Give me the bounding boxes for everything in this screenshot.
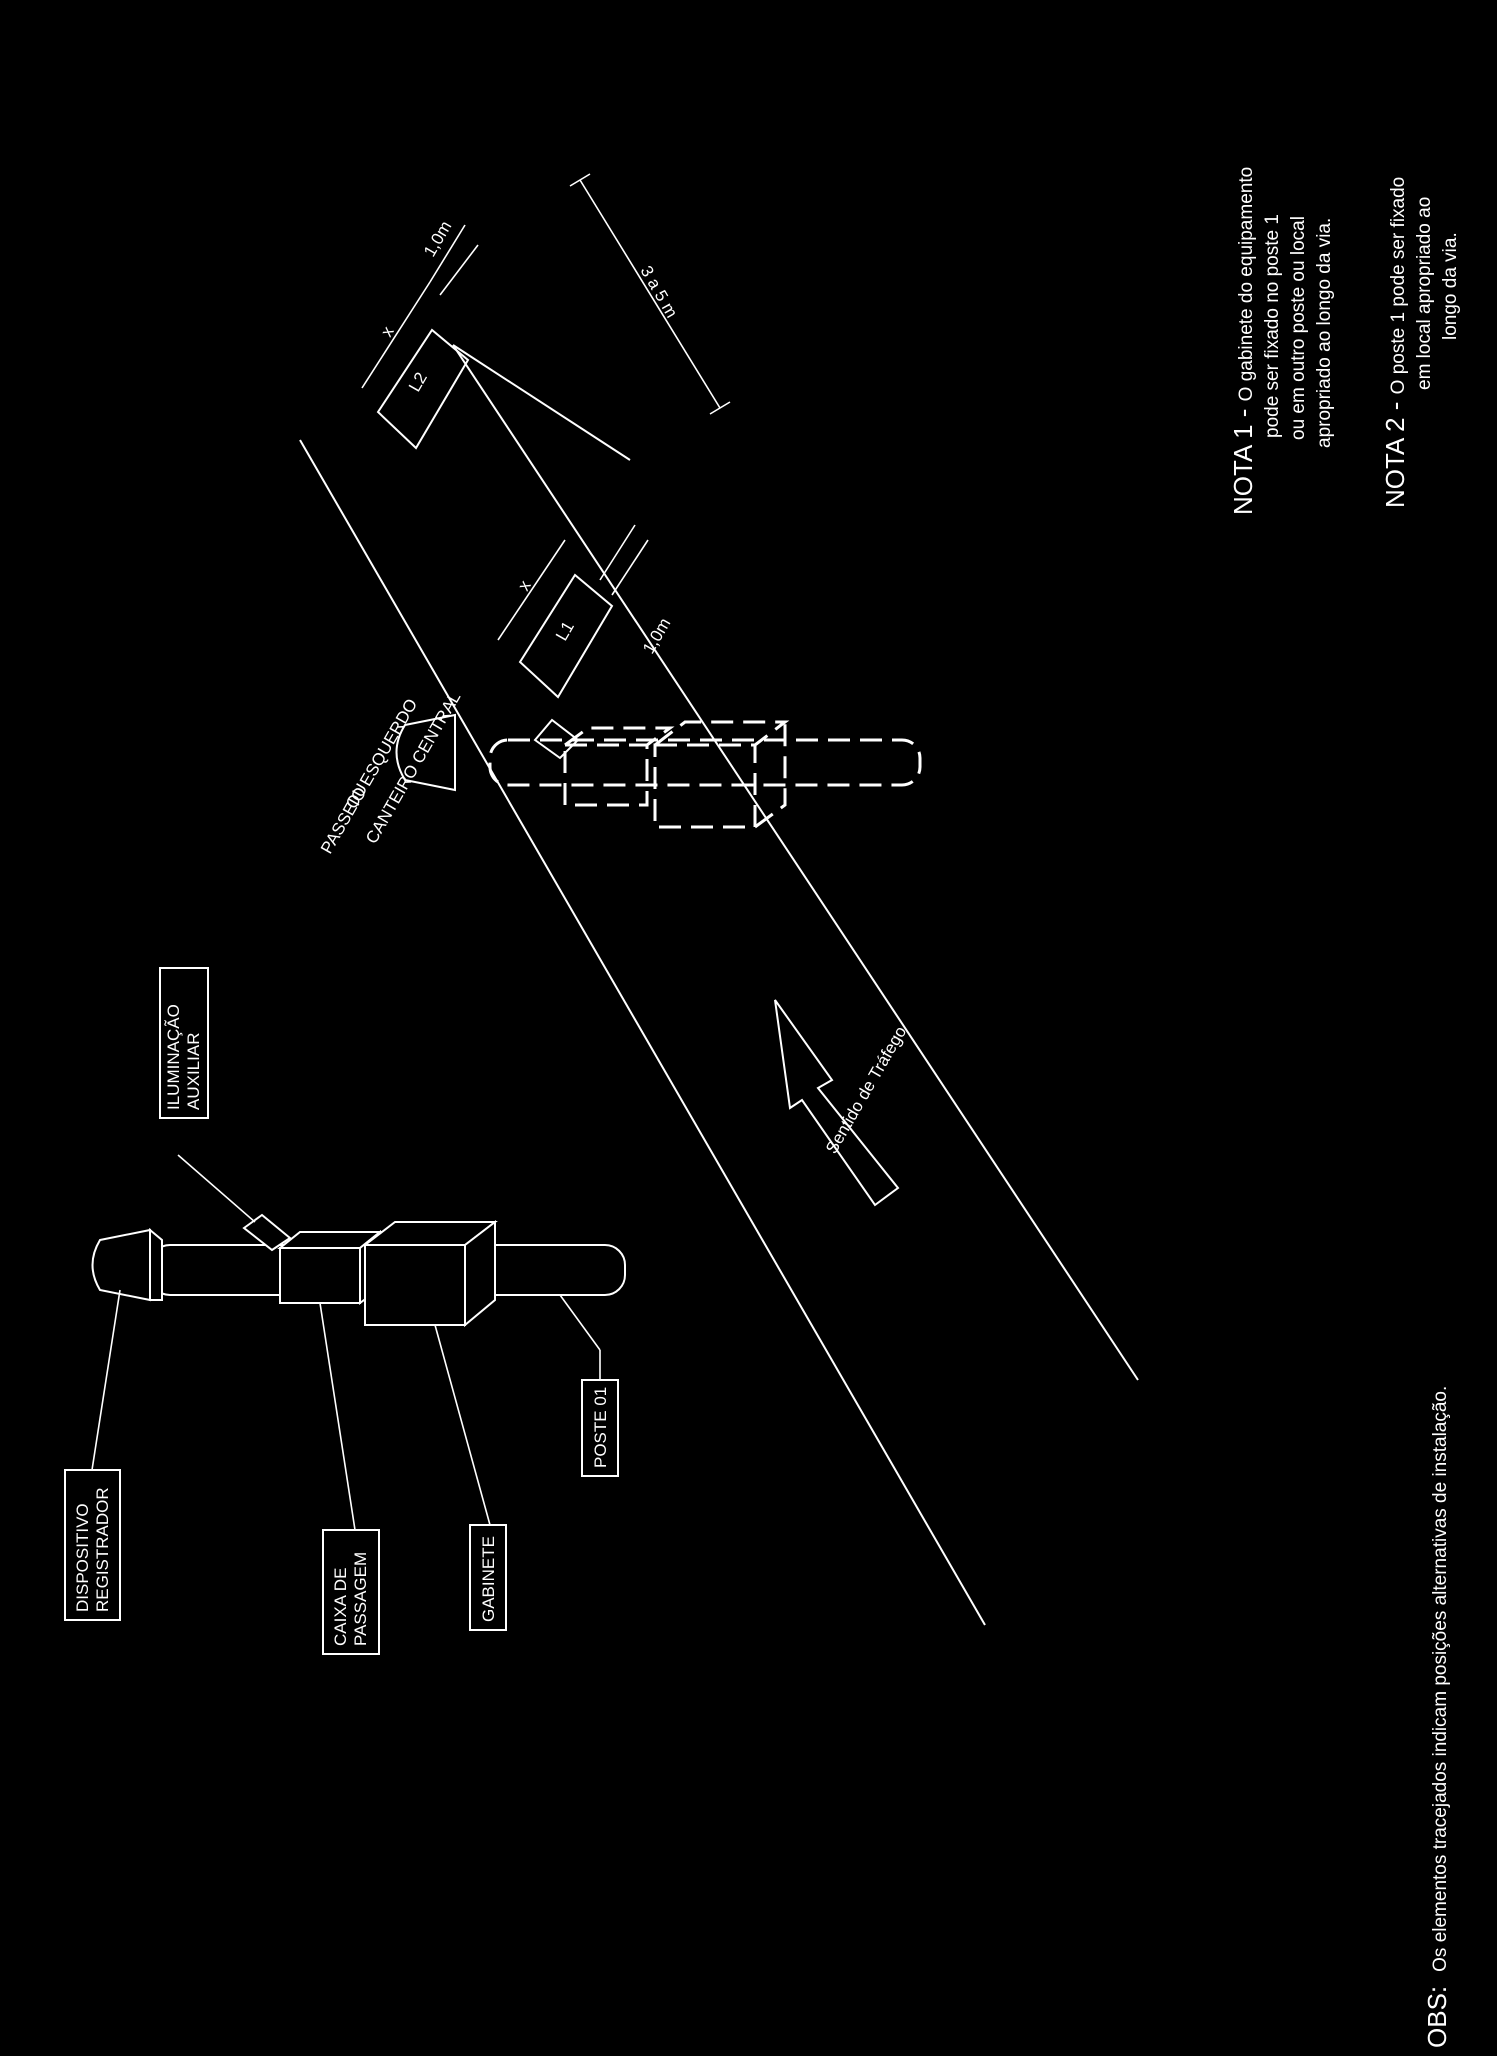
nota-1-line4: apropriado ao longo da via.	[1314, 218, 1335, 448]
nota-1-line3: ou em outro poste ou local	[1288, 216, 1309, 440]
traffic-arrow-icon	[774, 999, 900, 1207]
label-gabinete: GABINETE	[469, 1524, 507, 1631]
label-dispositivo-line2: REGISTRADOR	[93, 1487, 112, 1612]
alternative-pole-assembly	[395, 713, 922, 829]
obs-text: Os elementos tracejados indicam posições…	[1430, 1386, 1451, 1972]
alternative-cabinet	[653, 743, 757, 829]
label-poste-line1: POSTE 01	[591, 1387, 610, 1468]
label-iluminacao: ILUMINAÇÃO AUXILIAR	[159, 967, 209, 1119]
svg-text:pode ser fixado no poste 1: pode ser fixado no poste 1	[1262, 214, 1283, 438]
road-edge-left	[299, 439, 986, 1626]
svg-text:ou em outro poste ou local: ou em outro poste ou local	[1288, 216, 1309, 440]
label-iluminacao-line2: AUXILIAR	[184, 1033, 203, 1110]
main-pole-assembly	[91, 1213, 626, 1328]
svg-text:em local apropriado ao: em local apropriado ao	[1414, 197, 1435, 390]
svg-text:DISPOSITIVO: DISPOSITIVO	[73, 1503, 92, 1612]
obs-footer: OBS: Os elementos tracejados indicam posi…	[1422, 1386, 1452, 2048]
nota-1: NOTA 1 - O gabinete do equipamento pode …	[1228, 167, 1335, 515]
registration-device	[91, 1228, 151, 1302]
nota-1-line1: O gabinete do equipamento	[1236, 167, 1257, 402]
label-dispositivo: DISPOSITIVO REGISTRADOR	[64, 1469, 121, 1621]
svg-text:GABINETE: GABINETE	[479, 1536, 498, 1622]
svg-text:POSTE 01: POSTE 01	[591, 1387, 610, 1468]
svg-text:ILUMINAÇÃO: ILUMINAÇÃO	[164, 1004, 183, 1110]
svg-text:apropriado ao longo da via.: apropriado ao longo da via.	[1314, 218, 1335, 448]
nota-2-line1: O poste 1 pode ser fixado	[1388, 177, 1409, 395]
nota-2-line2: em local apropriado ao	[1414, 197, 1435, 390]
svg-text:NOTA 1 - O gabinete do equipam: NOTA 1 - O gabinete do equipamento	[1228, 167, 1258, 515]
alternative-registration-device	[395, 713, 456, 792]
obs-prefix: OBS:	[1422, 1986, 1452, 2048]
junction-box	[279, 1247, 361, 1304]
label-poste: POSTE 01	[581, 1379, 619, 1477]
label-caixa-line2: PASSAGEM	[351, 1552, 370, 1646]
road-edge-right	[452, 344, 1139, 1381]
road	[299, 344, 1139, 1626]
leader-lines	[91, 1154, 601, 1531]
road-upper-extension	[452, 344, 631, 461]
alternative-pole	[488, 738, 922, 787]
nota-2-line3: longo da via.	[1440, 232, 1461, 340]
nota-2: NOTA 2 - O poste 1 pode ser fixado em lo…	[1380, 177, 1461, 508]
label-caixa-line1: CAIXA DE	[331, 1568, 350, 1646]
svg-text:OBS:Os elementos tracejados in: OBS: Os elementos tracejados indicam posi…	[1422, 1386, 1452, 2048]
svg-text:PASSAGEM: PASSAGEM	[351, 1552, 370, 1646]
svg-text:AUXILIAR: AUXILIAR	[184, 1033, 203, 1110]
label-gabinete-line1: GABINETE	[479, 1536, 498, 1622]
svg-text:NOTA 2 - O poste 1 pode ser fi: NOTA 2 - O poste 1 pode ser fixado	[1380, 177, 1410, 508]
label-caixa: CAIXA DE PASSAGEM	[322, 1529, 380, 1655]
auxiliary-light-icon	[242, 1213, 292, 1252]
svg-text:longo da via.: longo da via.	[1440, 232, 1461, 340]
nota-2-title: NOTA 2 -	[1380, 394, 1410, 508]
svg-text:CAIXA DE: CAIXA DE	[331, 1568, 350, 1646]
svg-text:REGISTRADOR: REGISTRADOR	[93, 1487, 112, 1612]
nota-1-title: NOTA 1 -	[1228, 401, 1258, 515]
label-dispositivo-line1: DISPOSITIVO	[73, 1503, 92, 1612]
alternative-junction-box	[563, 743, 649, 807]
cabinet	[364, 1244, 466, 1326]
label-iluminacao-line1: ILUMINAÇÃO	[164, 1004, 183, 1110]
nota-1-line2: pode ser fixado no poste 1	[1262, 214, 1283, 438]
alternative-light-icon	[533, 718, 580, 760]
